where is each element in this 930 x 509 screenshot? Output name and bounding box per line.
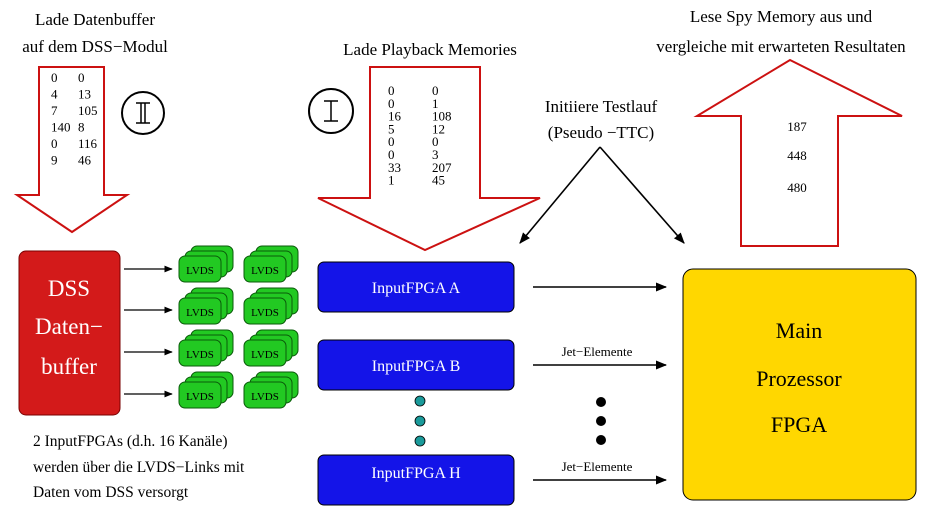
step4-label-line1: Lese Spy Memory aus und <box>690 7 873 26</box>
input-fpga-b-box <box>317 339 515 391</box>
lvds-label: LVDS <box>251 391 279 403</box>
datenbuffer-cell: 105 <box>78 103 98 118</box>
footnote-line2: werden über die LVDS−Links mit <box>33 459 245 476</box>
playback-cell: 0 <box>388 134 395 149</box>
lvds-stack <box>178 287 234 325</box>
datenbuffer-cell: 0 <box>51 70 58 85</box>
datenbuffer-cell: 8 <box>78 120 85 135</box>
dss-label-line2: Daten− <box>35 314 103 339</box>
step-marker-2-glyph <box>324 100 338 122</box>
input-fpga-b-label: InputFPGA B <box>372 358 460 375</box>
lvds-stack <box>178 329 234 367</box>
lvds-card <box>178 297 222 325</box>
datenbuffer-cell: 9 <box>51 153 58 168</box>
step1-label-line2: auf dem DSS−Modul <box>22 37 168 56</box>
ellipsis-dot <box>596 397 606 407</box>
lvds-stack <box>243 287 299 325</box>
lvds-label: LVDS <box>186 307 214 319</box>
trigger-arrow-right <box>599 146 685 244</box>
ellipsis-dot <box>414 395 426 407</box>
lvds-label: LVDS <box>251 307 279 319</box>
lvds-stack <box>178 371 234 409</box>
playback-cell: 0 <box>432 83 439 98</box>
ellipsis-dot <box>596 416 606 426</box>
lvds-stack <box>243 245 299 283</box>
step-marker-1 <box>121 91 165 135</box>
step3-label-line2: (Pseudo −TTC) <box>548 123 654 142</box>
datenbuffer-cell: 0 <box>78 70 85 85</box>
playback-cell: 45 <box>432 173 445 188</box>
ellipsis-dot <box>596 435 606 445</box>
main-label-line2: Prozessor <box>756 366 842 391</box>
main-label-line1: Main <box>776 318 822 343</box>
datenbuffer-cell: 7 <box>51 103 58 118</box>
datenbuffer-values: 0 0 4 13 7 105 140 8 0 116 9 46 <box>51 70 98 168</box>
dss-datenbuffer-box <box>18 250 121 416</box>
trigger-arrow-left <box>519 146 601 244</box>
datenbuffer-cell: 140 <box>51 120 71 135</box>
playback-cell: 1 <box>388 173 395 188</box>
step2-label: Lade Playback Memories <box>343 40 517 59</box>
input-fpga-h-box <box>317 454 515 506</box>
step1-label-line1: Lade Datenbuffer <box>35 10 155 29</box>
footnote-line3: Daten vom DSS versorgt <box>33 484 189 501</box>
input-fpga-a-label: InputFPGA A <box>372 280 461 297</box>
lvds-card <box>243 297 287 325</box>
spy-value: 448 <box>787 148 807 163</box>
datenbuffer-cell: 0 <box>51 136 58 151</box>
playback-cell: 108 <box>432 109 452 124</box>
main-label-line3: FPGA <box>771 412 827 437</box>
playback-cell: 0 <box>388 147 395 162</box>
spy-value: 480 <box>787 180 807 195</box>
ellipsis-dot <box>414 415 426 427</box>
jet-elements-label: Jet−Elemente <box>562 459 633 474</box>
playback-cell: 0 <box>388 96 395 111</box>
playback-cell: 1 <box>432 96 439 111</box>
jet-elements-label: Jet−Elemente <box>562 344 633 359</box>
lvds-card <box>178 381 222 409</box>
playback-cell: 12 <box>432 121 445 136</box>
lvds-links: LVDS LVDS LVDS LVDS LVDS LVDS LVDS LVDS <box>178 245 299 409</box>
lvds-label: LVDS <box>186 265 214 277</box>
lvds-card <box>243 339 287 367</box>
lvds-label: LVDS <box>251 265 279 277</box>
lvds-stack <box>243 371 299 409</box>
step-marker-1-glyph <box>136 102 150 124</box>
footnote-line1: 2 InputFPGAs (d.h. 16 Kanäle) <box>33 433 228 450</box>
lvds-card <box>243 255 287 283</box>
playback-cell: 16 <box>388 109 402 124</box>
dss-label-line3: buffer <box>41 354 97 379</box>
datenbuffer-load-arrow <box>13 66 131 234</box>
datenbuffer-cell: 116 <box>78 136 98 151</box>
playback-cell: 0 <box>388 83 395 98</box>
dss-label-line1: DSS <box>48 276 90 301</box>
playback-cell: 3 <box>432 147 439 162</box>
ellipsis-dot <box>414 435 426 447</box>
main-processor-fpga-box <box>682 268 917 501</box>
datenbuffer-cell: 46 <box>78 153 92 168</box>
datenbuffer-cell: 4 <box>51 87 58 102</box>
lvds-label: LVDS <box>186 349 214 361</box>
step4-label-line2: vergleiche mit erwarteten Resultaten <box>656 37 906 56</box>
playback-cell: 5 <box>388 121 395 136</box>
playback-cell: 0 <box>432 134 439 149</box>
playback-load-arrow <box>317 66 541 252</box>
lvds-label: LVDS <box>251 349 279 361</box>
input-fpga-a-box <box>317 261 515 313</box>
lvds-stack <box>243 329 299 367</box>
lvds-card <box>178 339 222 367</box>
spy-readout-arrow <box>693 58 903 247</box>
datenbuffer-cell: 13 <box>78 87 91 102</box>
input-fpga-h-label: InputFPGA H <box>371 465 461 482</box>
step3-label-line1: Initiiere Testlauf <box>545 97 658 116</box>
lvds-card <box>178 255 222 283</box>
playback-cell: 33 <box>388 160 401 175</box>
lvds-label: LVDS <box>186 391 214 403</box>
playback-cell: 207 <box>432 160 452 175</box>
spy-value: 187 <box>787 119 807 134</box>
lvds-card <box>243 381 287 409</box>
lvds-stack <box>178 245 234 283</box>
